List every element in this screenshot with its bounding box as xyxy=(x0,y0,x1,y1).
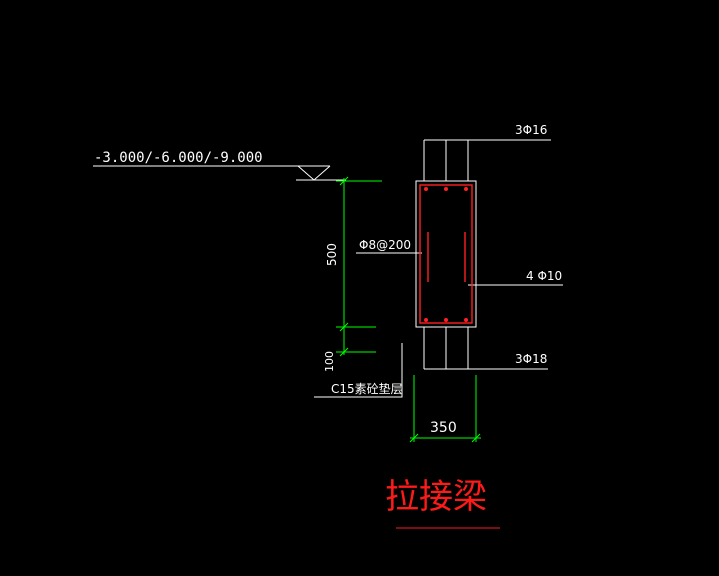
top-rebar-label: 3Φ16 xyxy=(515,123,547,137)
top-bar xyxy=(424,187,428,191)
dim-tick-top xyxy=(339,176,349,186)
rebar-bars xyxy=(424,187,468,322)
beam-height-label: 500 xyxy=(325,243,339,266)
beam-outline xyxy=(415,180,477,328)
dim-tick-right xyxy=(471,433,481,443)
rebar-cage xyxy=(419,184,473,324)
height-dimension xyxy=(336,176,382,357)
elevation-triangle-icon xyxy=(297,165,331,181)
elevation-mark xyxy=(93,165,346,181)
width-dimension xyxy=(409,375,481,443)
bottom-rebar-label: 3Φ18 xyxy=(515,352,547,366)
stirrup-outline xyxy=(419,184,473,324)
bottom-bar xyxy=(464,318,468,322)
dim-tick-bottom xyxy=(339,347,349,357)
drawing-title: 拉接梁 xyxy=(385,477,487,517)
top-bar xyxy=(464,187,468,191)
cushion-label: C15素砼垫层 xyxy=(331,381,403,396)
cushion-leader-line xyxy=(314,343,403,398)
dim-tick-left xyxy=(409,433,419,443)
bottom-bar xyxy=(424,318,428,322)
beam-width-label: 350 xyxy=(430,420,457,436)
stirrup-label: Φ8@200 xyxy=(359,238,411,252)
dim-tick-mid xyxy=(339,322,349,332)
beam-section xyxy=(356,139,563,370)
top-bar xyxy=(444,187,448,191)
bottom-bar xyxy=(444,318,448,322)
elevation-label: -3.000/-6.000/-9.000 xyxy=(94,150,263,166)
side-rebar-label: 4 Φ10 xyxy=(526,269,562,283)
cushion-thickness-label: 100 xyxy=(323,351,336,372)
